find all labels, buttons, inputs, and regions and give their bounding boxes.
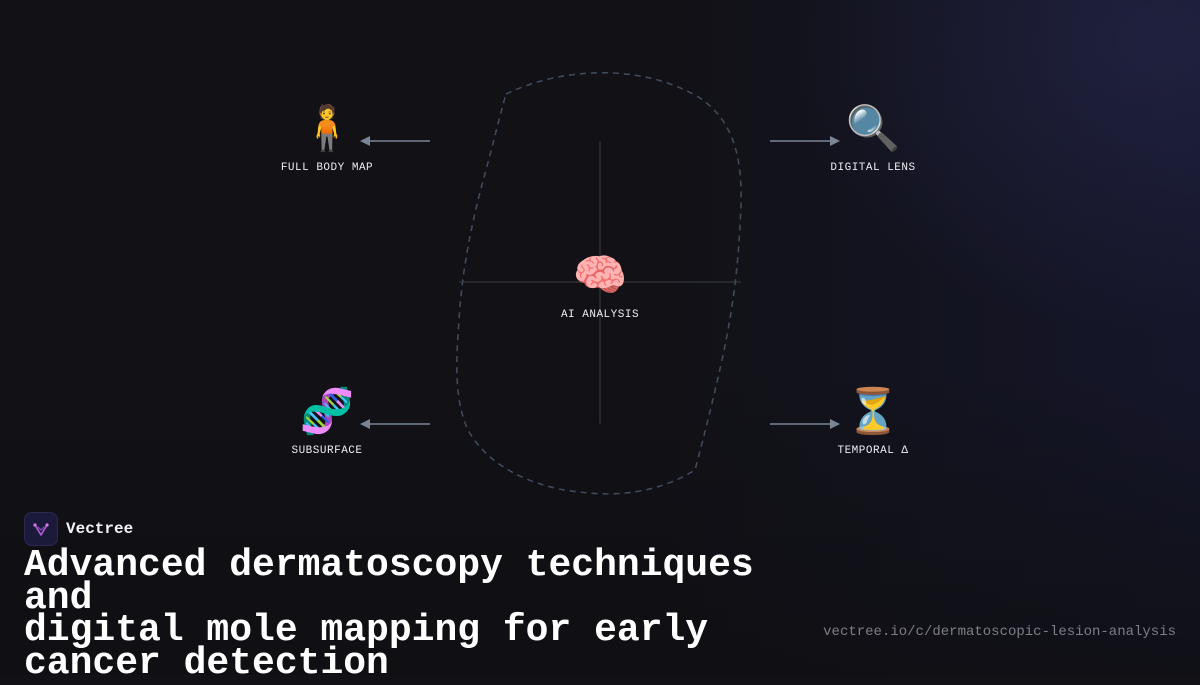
node-label: DIGITAL LENS xyxy=(830,162,916,174)
node-subsurface: 🧬 SUBSURFACE xyxy=(247,389,407,457)
node-temporal: ⏳ TEMPORAL Δ xyxy=(793,389,953,457)
node-full-body-map: 🧍 FULL BODY MAP xyxy=(247,106,407,174)
brain-icon: 🧠 xyxy=(572,254,628,304)
page-title: Advanced dermatoscopy techniques and dig… xyxy=(24,544,754,685)
source-url[interactable]: vectree.io/c/dermatoscopic-lesion-analys… xyxy=(823,624,1176,640)
vectree-logo-icon xyxy=(24,512,58,546)
node-ai-analysis: 🧠 AI ANALYSIS xyxy=(520,253,680,321)
node-label: FULL BODY MAP xyxy=(280,162,374,174)
brand[interactable]: Vectree xyxy=(24,512,133,546)
node-label: AI ANALYSIS xyxy=(560,309,640,321)
dna-icon: 🧬 xyxy=(299,390,355,440)
node-label: SUBSURFACE xyxy=(291,445,363,457)
magnifier-icon: 🔍 xyxy=(845,107,901,157)
node-label: TEMPORAL Δ xyxy=(837,445,909,457)
hourglass-icon: ⏳ xyxy=(845,390,901,440)
node-digital-lens: 🔍 DIGITAL LENS xyxy=(793,106,953,174)
body-outline xyxy=(456,72,742,495)
person-icon: 🧍 xyxy=(299,107,355,157)
brand-name: Vectree xyxy=(66,520,134,538)
